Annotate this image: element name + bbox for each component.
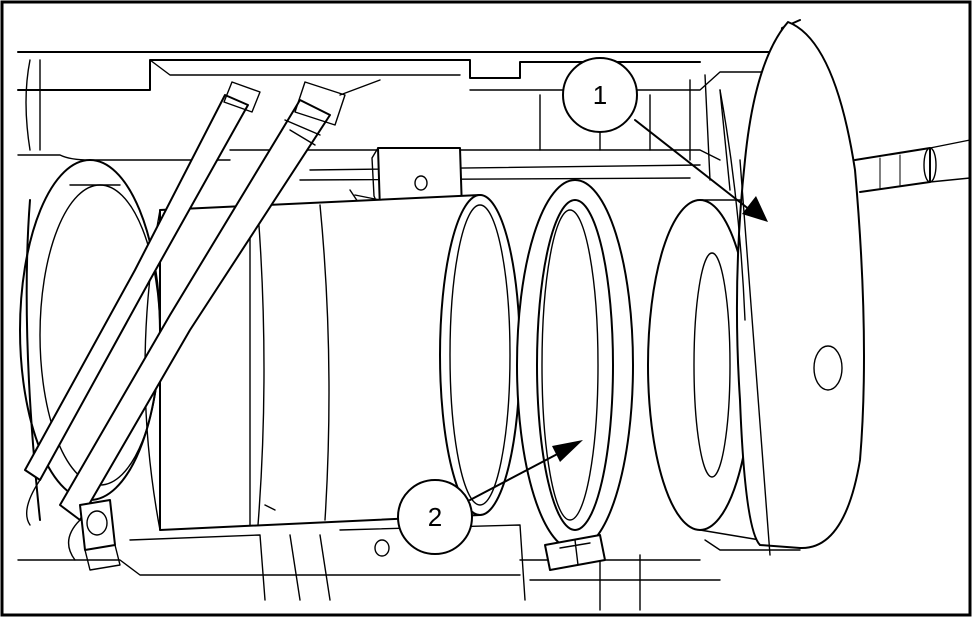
callout-2-leader <box>469 449 566 501</box>
callout-2-arrowhead <box>552 440 583 462</box>
callout-1-arrowhead <box>742 196 768 222</box>
callout-1-leader <box>634 119 751 211</box>
callout-2-circle <box>397 479 473 555</box>
hoses <box>24 79 381 561</box>
callout-1: 1 <box>562 57 768 222</box>
end-cap-housing <box>704 21 865 556</box>
callout-2: 2 <box>397 440 583 555</box>
callout-1-circle <box>562 57 638 133</box>
callout-2-label: 2 <box>428 502 442 532</box>
lower-frame <box>17 524 721 611</box>
main-tube <box>144 194 521 531</box>
exhaust-pipe <box>854 139 971 193</box>
callout-1-label: 1 <box>593 80 607 110</box>
